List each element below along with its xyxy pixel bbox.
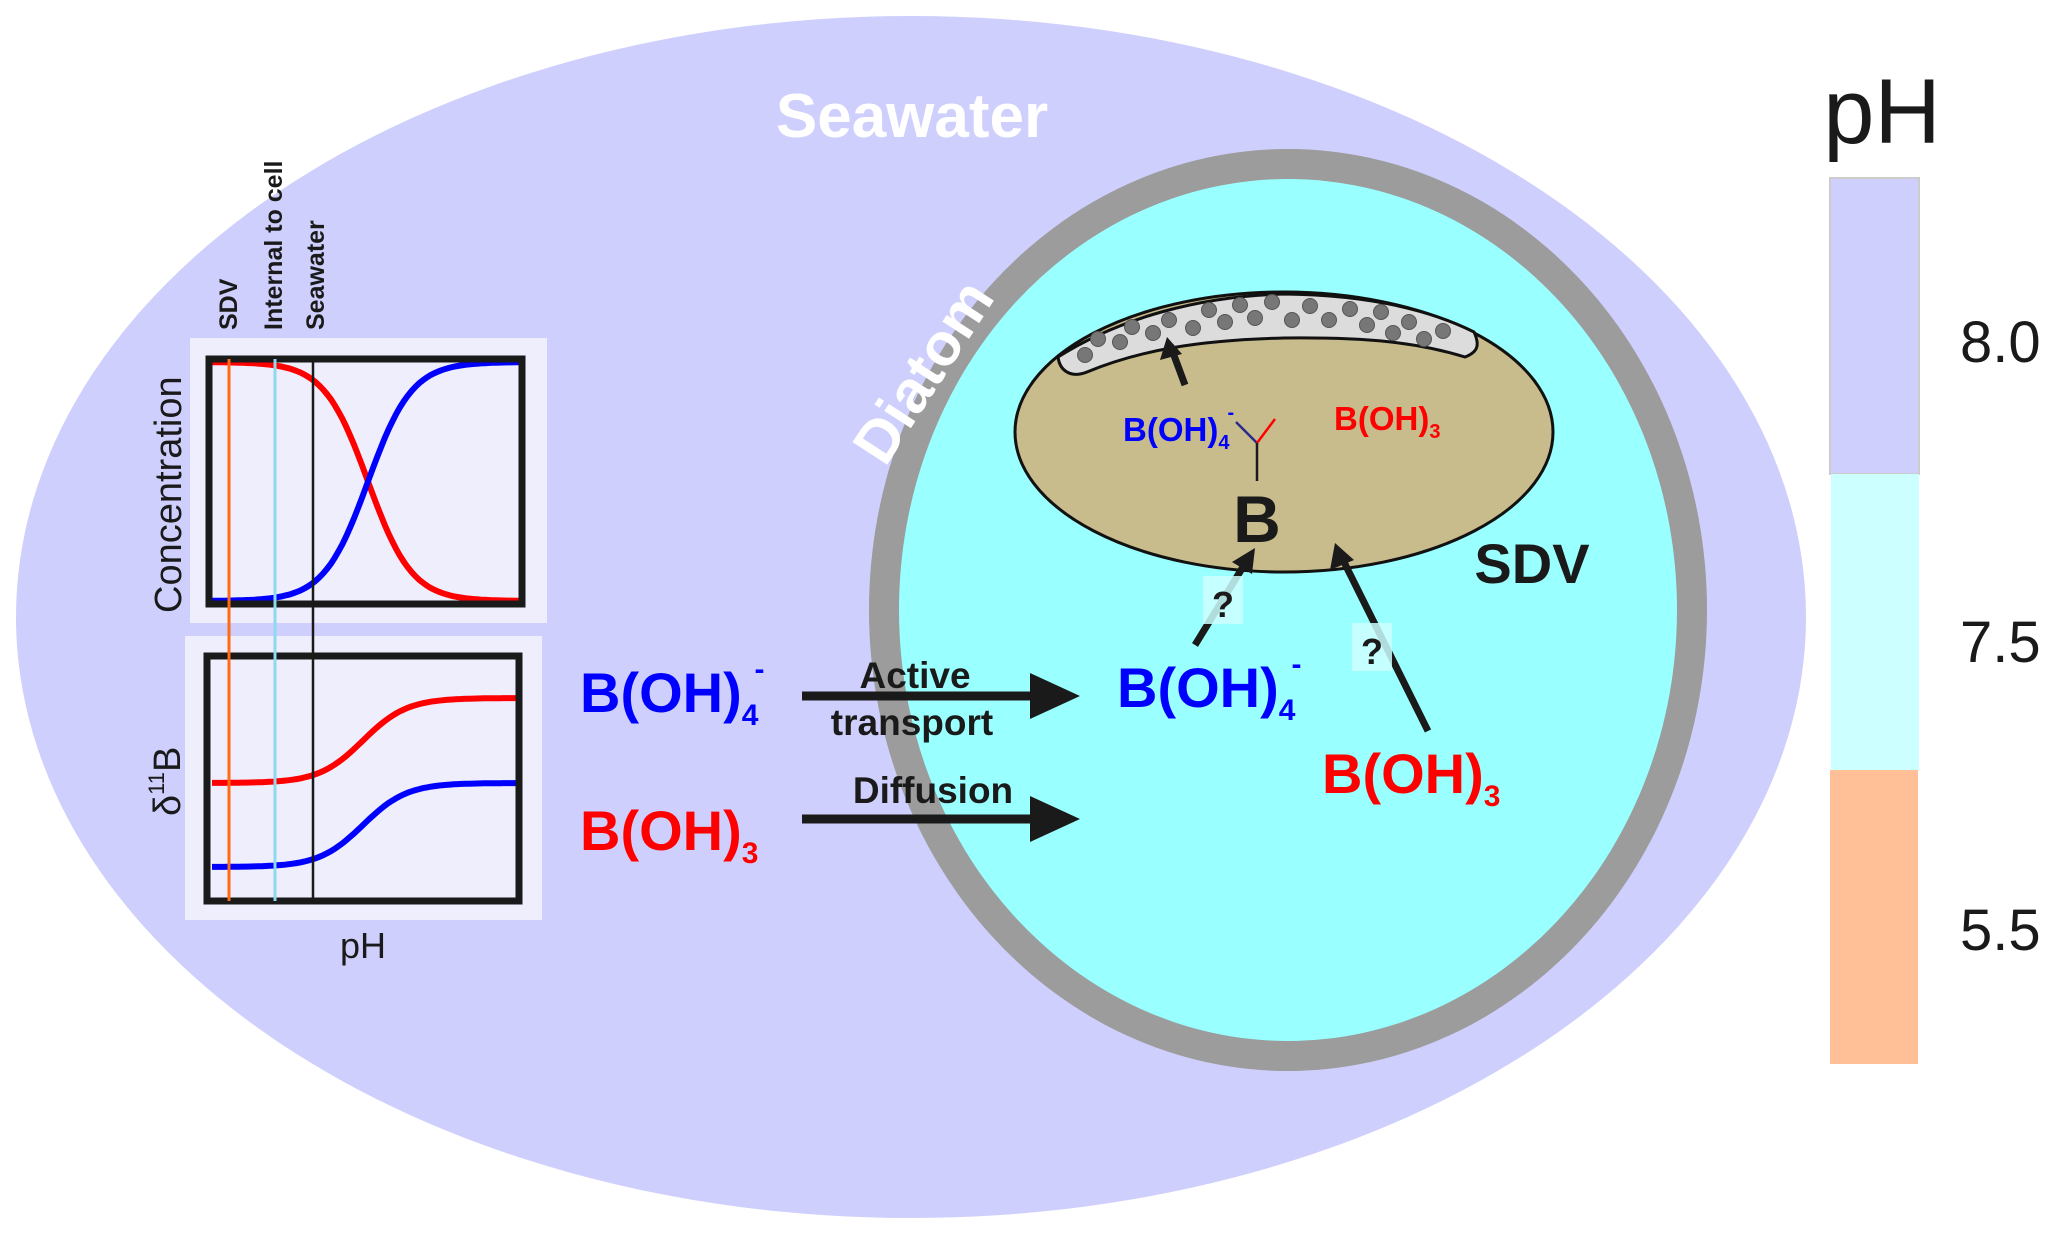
sdv-vesicle — [1013, 290, 1555, 574]
ph-value-7-5: 7.5 — [1960, 610, 2041, 675]
concentration-plot-frame — [205, 355, 526, 608]
silica-band — [1056, 292, 1479, 376]
silica-granule — [1321, 312, 1337, 328]
active-transport-label-2: transport — [831, 702, 993, 743]
silica-granule — [1077, 347, 1093, 363]
silica-granule — [1201, 302, 1217, 318]
ph-value-5-5: 5.5 — [1960, 898, 2041, 963]
silica-granule — [1359, 317, 1375, 333]
silica-granule — [1284, 312, 1300, 328]
sdv-boric-acid-label: B(OH)3 — [1334, 400, 1440, 443]
question-mark-2: ? — [1361, 631, 1383, 672]
silica-granule — [1232, 297, 1248, 313]
seawater-label: Seawater — [776, 82, 1048, 151]
question-box-1 — [1203, 576, 1243, 624]
question-mark-1: ? — [1212, 584, 1234, 625]
silica-granule — [1302, 298, 1318, 314]
silica-granule — [1185, 320, 1201, 336]
silica-granule — [1264, 294, 1280, 310]
inset-curves — [212, 359, 520, 870]
concentration-axis-label: Concentration — [148, 376, 190, 613]
boric-acid-uptake-arrow-head — [1330, 543, 1354, 570]
diffusion-arrow-head — [1030, 796, 1080, 842]
d11b-axis-label: δ11B — [144, 747, 189, 816]
ph-bar-7-5 — [1831, 474, 1919, 770]
d11b-plot-frame — [203, 652, 523, 905]
active-transport-label-1: Active — [859, 655, 970, 696]
ph-value-8-0: 8.0 — [1960, 310, 2041, 375]
junction-boric — [1256, 418, 1276, 444]
cell-borate-label: B(OH)4- — [1117, 648, 1301, 727]
legend-internal: Internal to cell — [260, 161, 288, 330]
diffusion-label: Diffusion — [853, 770, 1013, 811]
silica-granule — [1247, 310, 1263, 326]
deposition-arrow-head — [1160, 337, 1182, 360]
junction-borate — [1235, 421, 1258, 444]
legend-sdv: SDV — [215, 278, 243, 330]
boron-label: B — [1233, 482, 1281, 556]
silica-granule — [1145, 325, 1161, 341]
silica-granule — [1342, 301, 1358, 317]
seawater-borate-label: B(OH)4- — [580, 653, 764, 732]
ph-axis-label: pH — [340, 925, 386, 966]
silica-granule — [1416, 331, 1432, 347]
question-box-2 — [1352, 623, 1392, 671]
concentration-borate-curve — [212, 359, 520, 604]
active-transport-arrow-head — [1030, 673, 1080, 719]
silica-granule — [1435, 323, 1451, 339]
d11b-borate-curve — [212, 780, 519, 870]
d11b-panel-bg — [185, 636, 542, 920]
silica-granule — [1090, 331, 1106, 347]
sdv-label: SDV — [1474, 532, 1589, 595]
cell-boric-acid-label: B(OH)3 — [1322, 742, 1500, 813]
borate-uptake-arrow-head — [1232, 548, 1255, 574]
d11b-boric-acid-curve — [212, 695, 519, 786]
ph-bar-5-5 — [1830, 770, 1918, 1064]
silica-granule — [1385, 325, 1401, 341]
legend-seawater: Seawater — [302, 220, 330, 330]
silica-granule — [1401, 314, 1417, 330]
seawater-boric-acid-label: B(OH)3 — [580, 799, 758, 870]
ph-scale-title: pH — [1823, 61, 1941, 163]
concentration-boric-acid-curve — [212, 359, 520, 604]
silica-granule — [1373, 304, 1389, 320]
silica-granule — [1217, 314, 1233, 330]
sdv-borate-label: B(OH)4- — [1123, 402, 1234, 454]
silica-granules — [1077, 294, 1451, 363]
silica-granule — [1112, 334, 1128, 350]
silica-granule — [1161, 312, 1177, 328]
silica-granule — [1124, 319, 1140, 335]
ph-bar-8-0 — [1829, 177, 1920, 475]
